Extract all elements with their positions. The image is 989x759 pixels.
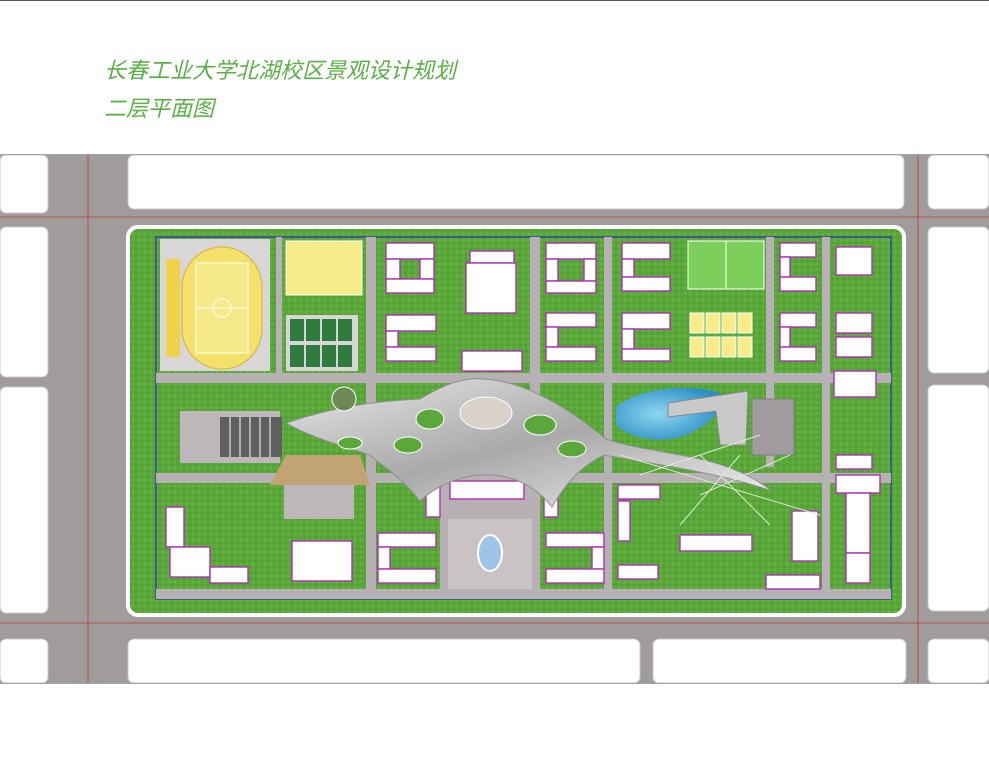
sports-courts: [285, 240, 765, 371]
site-plan-map: [0, 154, 989, 684]
running-track: [160, 239, 270, 371]
plan-title: 长春工业大学北湖校区景观设计规划: [104, 59, 457, 84]
title-block: 长春工业大学北湖校区景观设计规划 二层平面图: [104, 58, 456, 124]
campus-buildings: [165, 242, 881, 590]
parking-lot: [220, 417, 282, 457]
top-border-line: [0, 0, 989, 1]
lakeside-building: [667, 390, 749, 446]
plan-subtitle: 二层平面图: [104, 97, 215, 122]
central-canopy-structure: [284, 378, 773, 508]
east-hall: [751, 398, 795, 456]
central-oval-fountain: [477, 534, 503, 572]
stepped-terrace: [270, 455, 370, 485]
canopy-openings: [337, 396, 587, 458]
plaza-roundabout: [331, 386, 357, 412]
site-plan-svg: [0, 155, 989, 683]
city-blocks: [0, 155, 989, 683]
landscape-paths: [619, 434, 821, 526]
parking-stripes: [229, 417, 271, 457]
boundary-lines: [0, 155, 989, 683]
